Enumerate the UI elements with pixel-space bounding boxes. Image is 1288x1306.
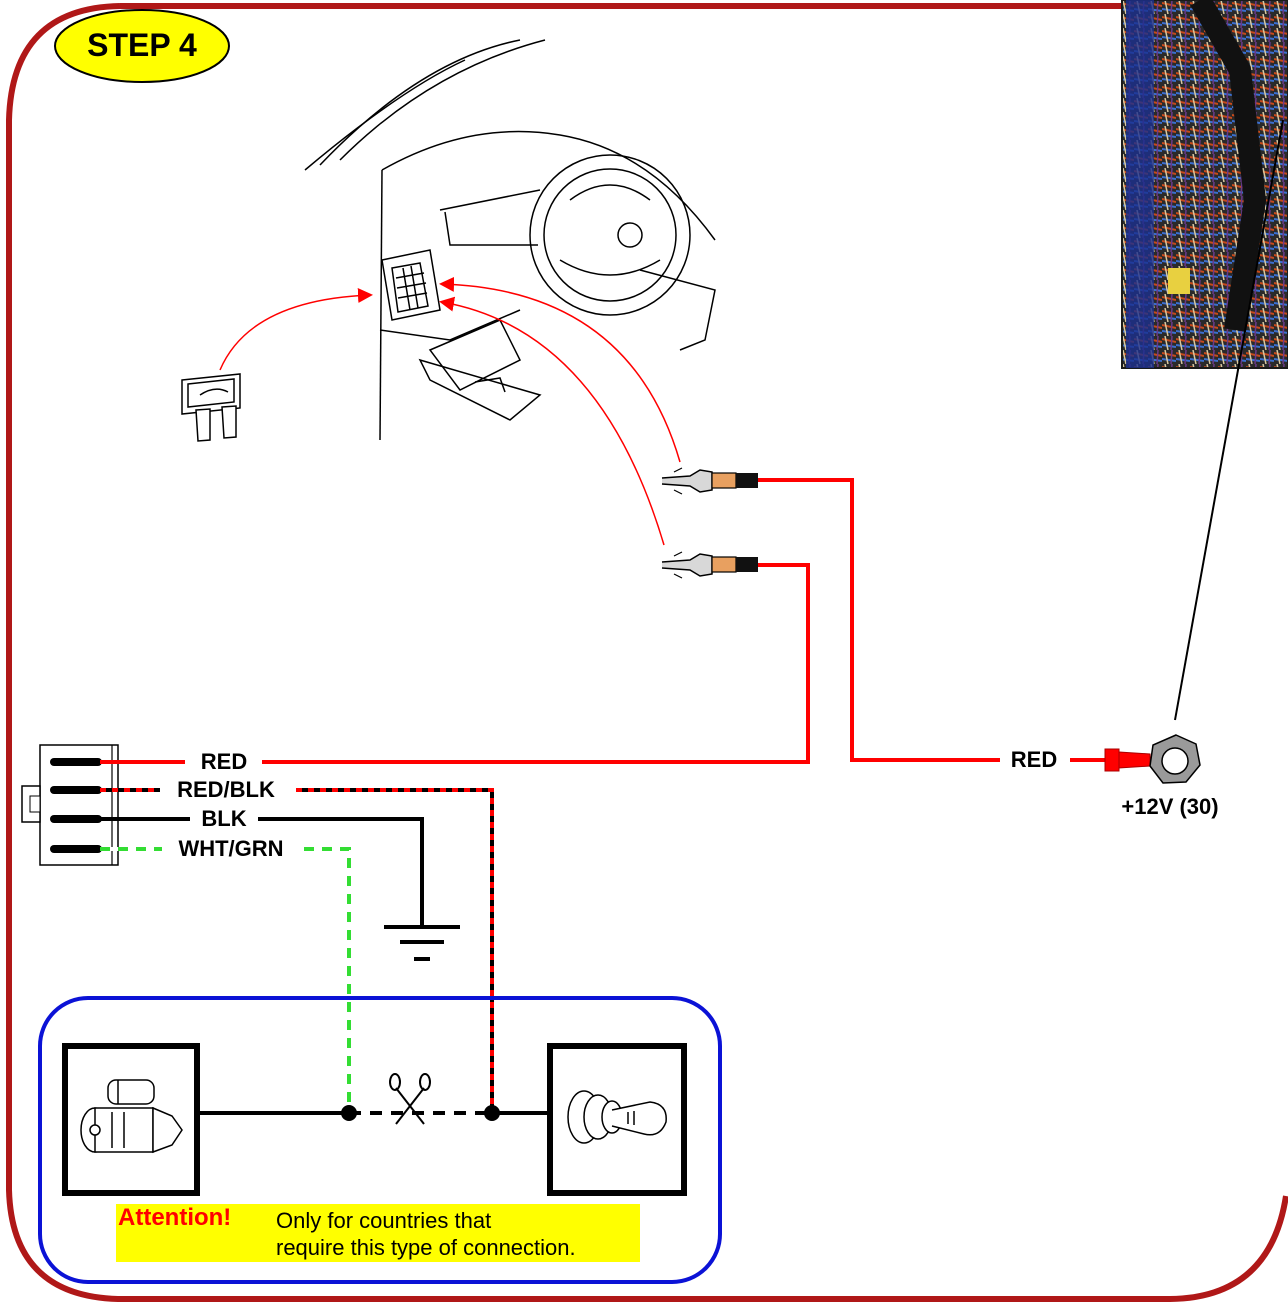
starter-motor-box (62, 1043, 200, 1196)
red-wire-terminal-a (758, 478, 1000, 762)
ring-terminal-icon (1104, 734, 1201, 784)
terminal-arrow-1 (439, 276, 681, 463)
junction-dot (484, 1105, 500, 1121)
step-badge: STEP 4 (54, 9, 230, 83)
attention-line-2: require this type of connection. (276, 1235, 576, 1260)
wire-label-wht-grn: WHT/GRN (178, 836, 283, 861)
optional-connection-box (38, 996, 722, 1284)
ground-icon (384, 925, 460, 961)
starter-motor-icon (80, 1079, 183, 1154)
blade-terminal-icon (661, 551, 758, 579)
ignition-switch-icon (567, 1090, 667, 1144)
wire-label-blk: BLK (201, 806, 246, 831)
terminal-arrow-2 (439, 296, 665, 546)
photo-pointer-line (1174, 119, 1284, 721)
blade-terminal-icon (661, 467, 758, 495)
dashboard-icon (304, 39, 716, 441)
connector-plug-icon (21, 744, 119, 866)
fuse-arrow (219, 288, 373, 371)
junction-dot (341, 1105, 357, 1121)
attention-line-1: Only for countries that (276, 1208, 492, 1233)
outer-frame (5, 3, 1288, 1302)
fuse-box-icon (381, 249, 441, 321)
wiring-photo (1121, 0, 1288, 369)
wire-label-red-terminal: RED (1011, 747, 1057, 772)
ignition-switch-box (547, 1043, 687, 1196)
attention-title: Attention! (118, 1204, 232, 1231)
wire-label-red-blk: RED/BLK (177, 777, 275, 802)
scissors-icon (389, 1073, 431, 1125)
red-wire-terminal-b (262, 563, 810, 764)
step-label: STEP 4 (87, 27, 197, 63)
wire-label-red: RED (201, 749, 247, 774)
fuse-icon (181, 373, 241, 442)
attention-note: Attention! Only for countries that requi… (116, 1204, 640, 1262)
terminal-label: +12V (30) (1121, 794, 1218, 819)
